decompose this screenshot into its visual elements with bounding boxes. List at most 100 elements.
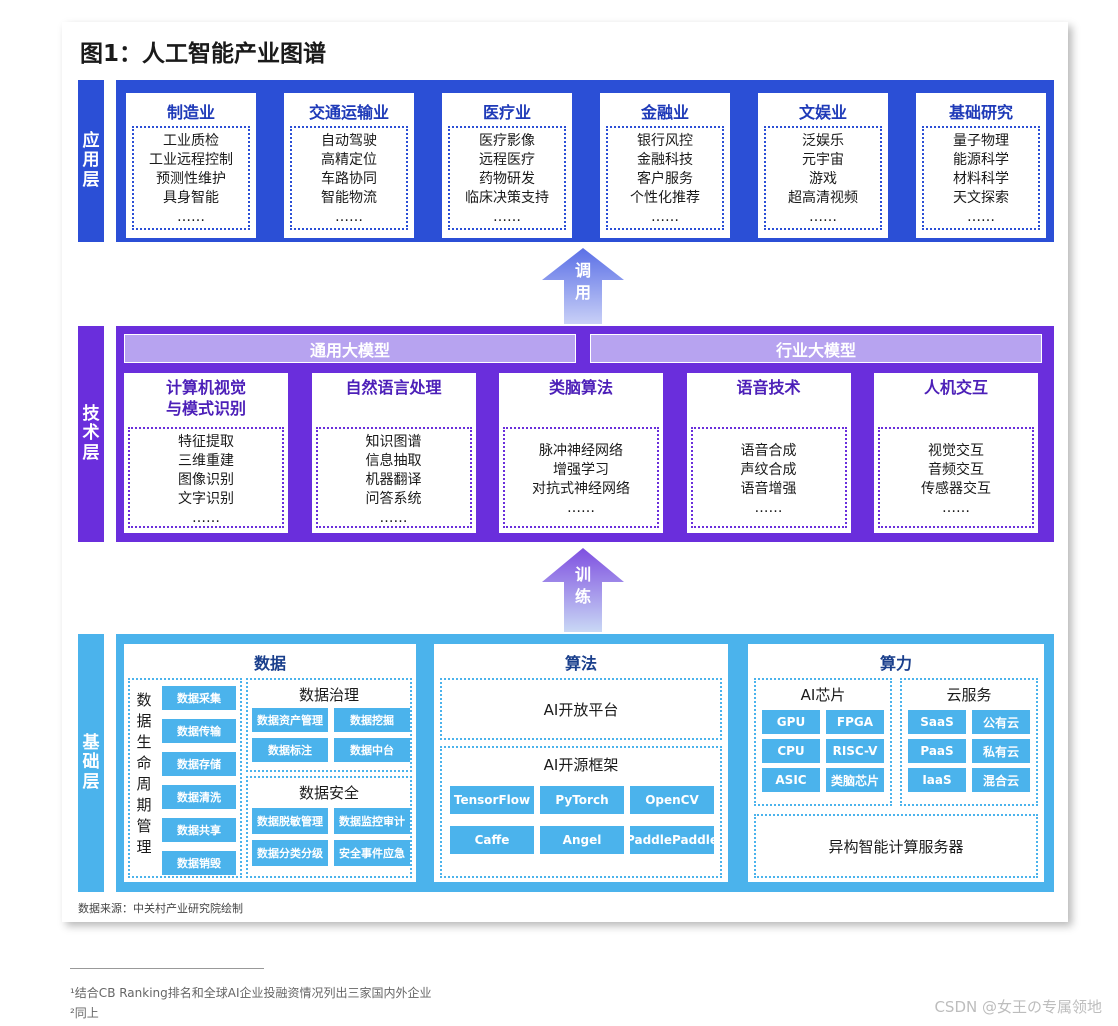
technology-field-title-line: 类脑算法 bbox=[548, 378, 613, 397]
foundation-chip: 公有云 bbox=[972, 710, 1030, 734]
technology-field-item: 脉冲神经网络 bbox=[539, 443, 623, 459]
data-column-title: 数据 bbox=[253, 654, 286, 673]
foundation-chip: IaaS bbox=[908, 768, 966, 792]
technology-field-item: 三维重建 bbox=[178, 453, 234, 469]
technology-field-box: 人机交互视觉交互音频交互传感器交互…… bbox=[874, 373, 1038, 533]
layer-label-application: 应用层 bbox=[78, 80, 104, 242]
lifecycle-label: 数据生命周期管理 bbox=[136, 691, 152, 856]
security-box: 数据安全 数据脱敏管理数据监控审计数据分类分级安全事件应急 bbox=[246, 776, 412, 878]
ai-framework-title: AI开源框架 bbox=[543, 756, 619, 774]
foundation-chip: 安全事件应急 bbox=[334, 840, 410, 866]
technology-field-item: 语音增强 bbox=[740, 481, 797, 497]
technology-field-item: …… bbox=[567, 500, 595, 516]
application-sector-item: 药物研发 bbox=[479, 171, 535, 187]
foundation-chip: 数据共享 bbox=[162, 818, 236, 842]
application-sector-item: 银行风控 bbox=[637, 133, 693, 149]
foundation-chip: PaaS bbox=[908, 739, 966, 763]
call-arrow-text-2: 用 bbox=[574, 283, 591, 302]
foundation-chip: CPU bbox=[762, 739, 820, 763]
technology-field-list: 特征提取三维重建图像识别文字识别…… bbox=[128, 427, 284, 528]
technology-field-title-line: 自然语言处理 bbox=[345, 378, 442, 397]
technology-field-title: 自然语言处理 bbox=[312, 377, 476, 398]
cloud-service-title: 云服务 bbox=[946, 686, 992, 704]
technology-field-item: …… bbox=[192, 510, 220, 526]
foundation-chip: OpenCV bbox=[630, 786, 714, 814]
foundation-chip: 数据清洗 bbox=[162, 785, 236, 809]
application-sector-item: 能源科学 bbox=[953, 152, 1009, 168]
application-sector-list: 银行风控金融科技客户服务个性化推荐…… bbox=[606, 126, 724, 230]
technology-field-item: …… bbox=[942, 500, 970, 516]
foundation-chip: 数据中台 bbox=[334, 738, 410, 762]
application-sector-item: 游戏 bbox=[809, 171, 837, 187]
application-sector-item: 高精定位 bbox=[321, 152, 377, 168]
application-sector-item: 工业远程控制 bbox=[149, 152, 233, 168]
application-sector-item: 车路协同 bbox=[321, 171, 377, 187]
train-arrow: 训 练 bbox=[542, 548, 624, 632]
page-title: 图1：人工智能产业图谱 bbox=[80, 41, 327, 67]
application-sector-item: 预测性维护 bbox=[156, 171, 226, 187]
ai-open-platform-label: AI开放平台 bbox=[543, 701, 619, 719]
application-sector-box: 文娱业泛娱乐元宇宙游戏超高清视频…… bbox=[758, 93, 888, 238]
technology-field-item: 知识图谱 bbox=[365, 434, 422, 450]
technology-field-title-line: 计算机视觉 bbox=[165, 378, 246, 397]
technology-field-title: 计算机视觉与模式识别 bbox=[124, 377, 288, 419]
foundation-layer-panel: 数据 数据生命周期管理 数据采集数据传输数据存储数据清洗数据共享数据销毁 数据治… bbox=[116, 634, 1054, 892]
technology-field-box: 语音技术语音合成声纹合成语音增强 …… bbox=[686, 373, 851, 533]
application-sector-item: 泛娱乐 bbox=[802, 133, 844, 149]
application-sector-box: 交通运输业自动驾驶高精定位车路协同智能物流…… bbox=[284, 93, 414, 238]
governance-title: 数据治理 bbox=[298, 686, 359, 704]
foundation-chip: Caffe bbox=[450, 826, 534, 854]
foundation-chip: 类脑芯片 bbox=[826, 768, 884, 792]
technology-field-title-line: 语音技术 bbox=[736, 378, 801, 397]
layer-label-foundation: 基础层 bbox=[78, 634, 104, 892]
foundation-chip: TensorFlow bbox=[450, 786, 534, 814]
hetero-server-label: 异构智能计算服务器 bbox=[828, 838, 964, 856]
foundation-chip: 数据监控审计 bbox=[334, 808, 410, 834]
application-sector-item: 智能物流 bbox=[321, 190, 377, 206]
technology-field-item: …… bbox=[754, 500, 783, 516]
technology-field-item: 增强学习 bbox=[553, 462, 609, 478]
technology-field-item: 问答系统 bbox=[365, 491, 422, 507]
application-sector-list: 工业质检工业远程控制预测性维护具身智能…… bbox=[132, 126, 250, 230]
foundation-chip: 数据存储 bbox=[162, 752, 236, 776]
application-sector-item: 具身智能 bbox=[163, 190, 219, 206]
application-sector-item: 超高清视频 bbox=[788, 190, 858, 206]
application-sector-box: 医疗业医疗影像远程医疗药物研发临床决策支持…… bbox=[442, 93, 572, 238]
technology-field-box: 计算机视觉与模式识别特征提取三维重建图像识别文字识别…… bbox=[124, 373, 288, 533]
application-sector-item: …… bbox=[335, 209, 363, 225]
application-sector-title: 文娱业 bbox=[798, 103, 847, 122]
diagram-card: 图1：人工智能产业图谱 应用层 制造业工业质检工业远程控制预测性维护具身智能……… bbox=[62, 22, 1068, 922]
lifecycle-box: 数据生命周期管理 数据采集数据传输数据存储数据清洗数据共享数据销毁 bbox=[128, 678, 242, 878]
application-sector-item: 医疗影像 bbox=[479, 133, 535, 149]
application-sector-title: 基础研究 bbox=[948, 103, 1013, 122]
technology-field-title: 类脑算法 bbox=[499, 377, 663, 398]
foundation-chip: 数据资产管理 bbox=[252, 708, 328, 732]
technology-field-item: 特征提取 bbox=[178, 434, 234, 450]
application-sector-list: 自动驾驶高精定位车路协同智能物流…… bbox=[290, 126, 408, 230]
technology-field-item: 图像识别 bbox=[178, 472, 234, 488]
technology-field-item: 声纹合成 bbox=[740, 462, 797, 478]
foundation-chip: SaaS bbox=[908, 710, 966, 734]
foundation-chip: RISC-V bbox=[826, 739, 884, 763]
application-sector-list: 泛娱乐元宇宙游戏超高清视频…… bbox=[764, 126, 882, 230]
foundation-chip: 数据传输 bbox=[162, 719, 236, 743]
application-sector-list: 医疗影像远程医疗药物研发临床决策支持…… bbox=[448, 126, 566, 230]
application-sector-item: …… bbox=[651, 209, 679, 225]
foundation-chip: 数据采集 bbox=[162, 686, 236, 710]
footnote-divider bbox=[70, 968, 264, 969]
technology-field-item: 语音合成 bbox=[740, 443, 797, 459]
layer-label-technology: 技术层 bbox=[78, 326, 104, 542]
technology-layer-panel: 通用大模型 行业大模型 计算机视觉与模式识别特征提取三维重建图像识别文字识别……… bbox=[116, 326, 1054, 542]
technology-field-title-line: 人机交互 bbox=[923, 378, 988, 397]
foundation-chip: FPGA bbox=[826, 710, 884, 734]
algorithm-column-title: 算法 bbox=[564, 654, 597, 673]
foundation-chip: 私有云 bbox=[972, 739, 1030, 763]
call-arrow-text-1: 调 bbox=[574, 261, 591, 280]
application-sector-item: 元宇宙 bbox=[802, 152, 844, 168]
watermark: CSDN @女王の专属领地 bbox=[934, 998, 1102, 1016]
